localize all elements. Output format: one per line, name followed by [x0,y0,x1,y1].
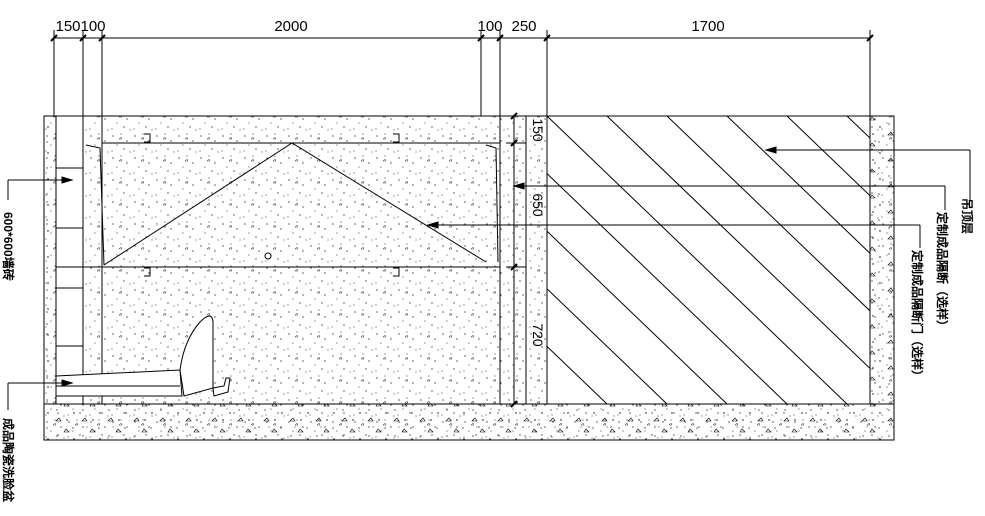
label-partition-door: 定制成品隔断门（选样） [910,250,925,382]
dim-150: 150 [55,18,80,35]
dim-100-right: 100 [477,18,502,35]
hatch-line [786,116,870,197]
partition-stiles [82,116,548,404]
top-dimension-chain [50,30,874,116]
leader-lines [7,146,971,410]
wall-tile-strip [55,115,84,405]
vertical-dimension-chain [506,112,526,408]
basin-fixture [55,315,231,397]
hatch-line [726,116,870,254]
hatch-line [547,345,608,404]
hatch-line [547,172,788,404]
hatch-line [606,116,870,370]
label-basin: 成品陶瓷洗脸盆 [1,418,16,503]
vdim-720: 720 [530,323,546,347]
vdim-650: 650 [530,193,546,217]
label-partition: 定制成品隔断（选样） [935,212,950,332]
hatch-region [546,115,871,405]
dim-1700: 1700 [691,18,724,35]
hatch-line [547,288,668,404]
partition-door-panel [56,133,500,277]
label-wall-tile: 600*600墙砖 [1,212,16,281]
dim-250: 250 [511,18,536,35]
dim-2000: 2000 [274,18,307,35]
hatch-line [666,116,870,312]
vdim-150: 150 [530,118,546,142]
label-ceiling: 吊顶层 [960,198,974,234]
hatch-line [547,230,728,404]
dim-100-left: 100 [80,18,105,35]
hatch-line [547,116,848,404]
